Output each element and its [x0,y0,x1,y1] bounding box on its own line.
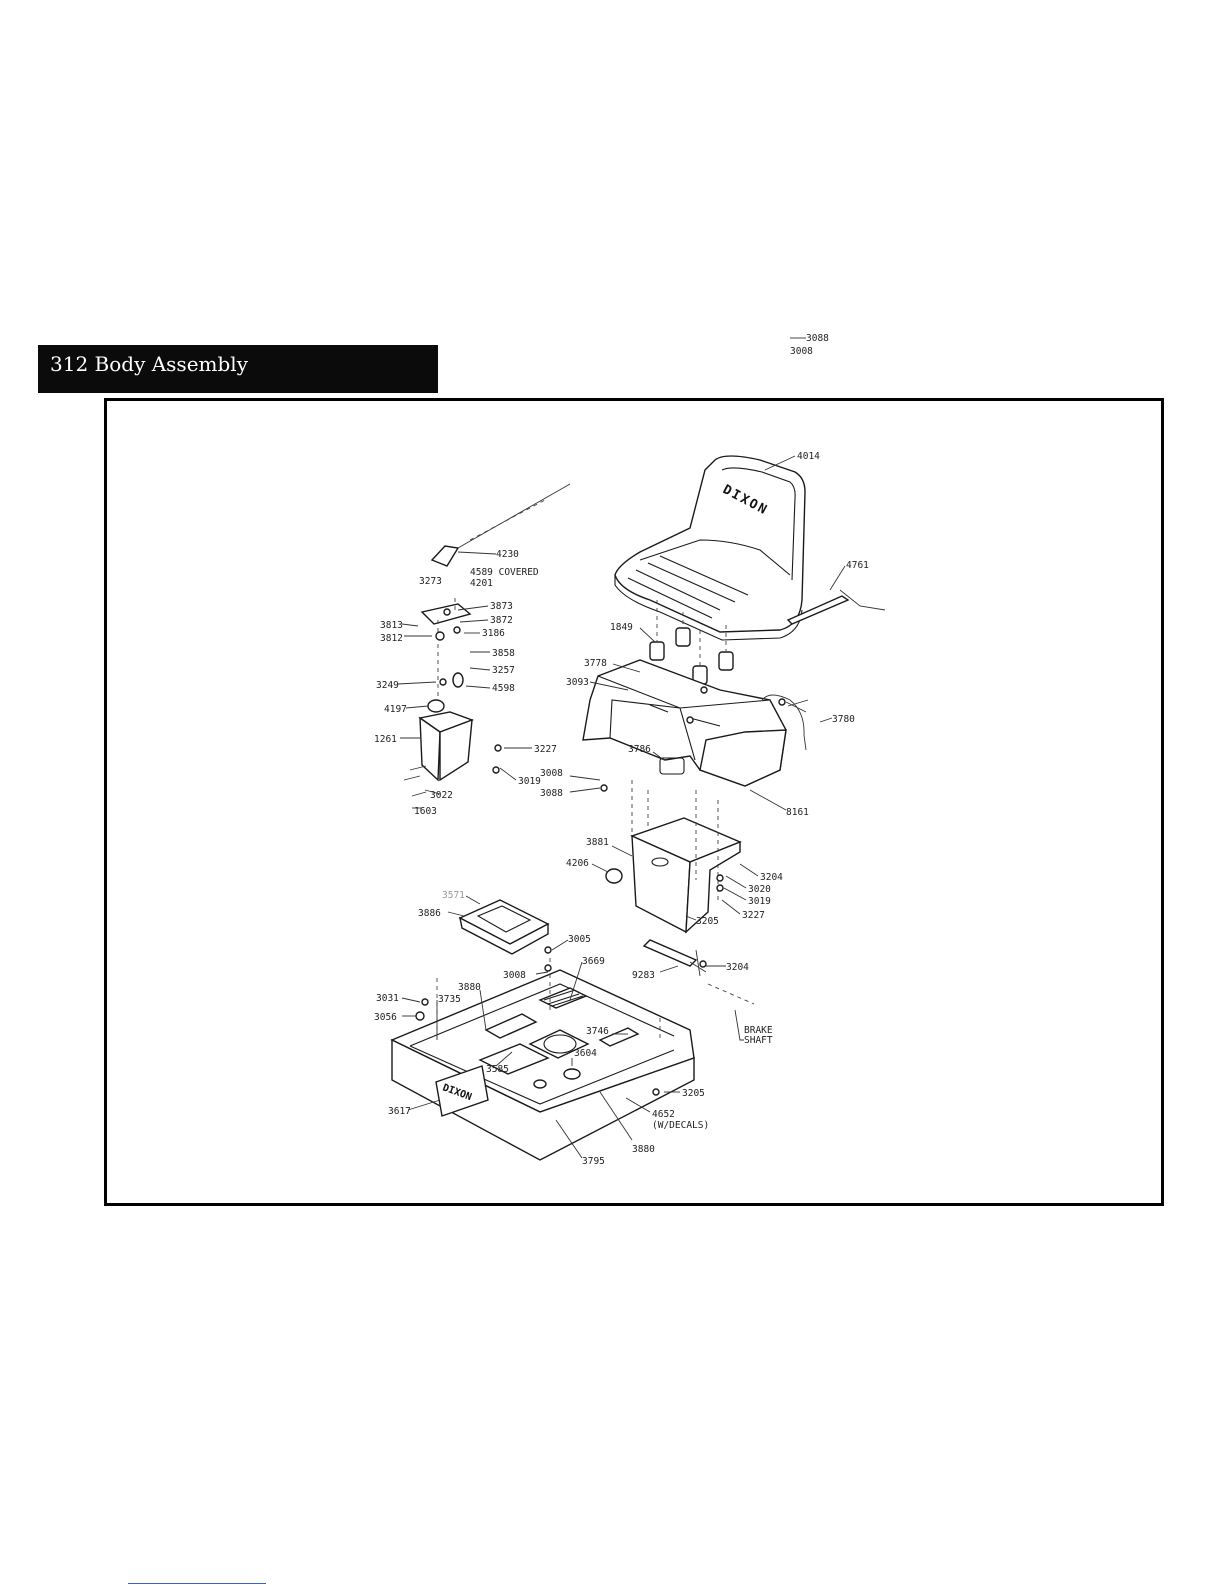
diagram-frame [104,398,1164,1206]
callout-3780: 3780 [832,714,855,725]
handle [430,483,571,567]
callout-3019-a: 3019 [518,776,541,787]
callout-3249: 3249 [376,680,399,691]
callout-3604: 3604 [574,1048,597,1059]
callout-3227-b: 3227 [742,910,765,921]
callout-shaft: SHAFT [744,1035,773,1046]
callout-3872: 3872 [490,615,513,626]
callout-3880-a: 3880 [458,982,481,993]
callout-3005: 3005 [568,934,591,945]
floor-pan: DIXON [390,958,695,1161]
callout-3020: 3020 [748,884,771,895]
callout-3056: 3056 [374,1012,397,1023]
callout-1261: 1261 [374,734,397,745]
callout-3669: 3669 [582,956,605,967]
callout-3858: 3858 [492,648,515,659]
callout-3273: 3273 [419,576,442,587]
callout-3257: 3257 [492,665,515,676]
callout-3880-b: 3880 [632,1144,655,1155]
callout-3205-b: 3205 [682,1088,705,1099]
callout-3886: 3886 [418,908,441,919]
callout-3813: 3813 [380,620,403,631]
callout-1603: 1603 [414,806,437,817]
control-tower [403,598,475,797]
callout-3735: 3735 [438,994,461,1005]
callout-4652: 4652 [652,1109,675,1120]
callout-3205-a: 3205 [696,916,719,927]
callout-3088-a: 3088 [806,333,829,344]
callout-9283: 9283 [632,970,655,981]
callout-3093: 3093 [566,677,589,688]
callout-3571: 3571 [442,890,465,901]
callout-3746: 3746 [586,1026,609,1037]
callout-3008-a: 3008 [790,346,813,357]
callout-3778: 3778 [584,658,607,669]
footer-link-underline [128,1583,266,1584]
callout-3786: 3786 [628,744,651,755]
callout-3204-a: 3204 [760,872,783,883]
callout-3795: 3795 [582,1156,605,1167]
seat: DIXON [614,455,806,641]
callout-brake: BRAKE [744,1025,773,1036]
section-title-bar: 312 Body Assembly [38,345,438,393]
callout-3088-b: 3088 [540,788,563,799]
callout-4589: 4589 COVERED [470,567,539,578]
callout-3186: 3186 [482,628,505,639]
callout-4206: 4206 [566,858,589,869]
callout-4652-decals: (W/DECALS) [652,1120,709,1131]
callout-3022: 3022 [430,790,453,801]
bracket-tower [605,780,742,977]
callout-4598: 4598 [492,683,515,694]
cable [761,694,807,751]
callout-3585: 3585 [486,1064,509,1075]
callout-3617: 3617 [388,1106,411,1117]
callout-3019-b: 3019 [748,896,771,907]
callout-1849: 1849 [610,622,633,633]
lever [786,589,886,625]
seat-pan [582,659,787,787]
callout-3008-c: 3008 [503,970,526,981]
callout-8161: 8161 [786,807,809,818]
section-title: 312 Body Assembly [50,352,248,376]
callout-3881: 3881 [586,837,609,848]
pedal-pad [458,899,550,955]
leader-lines [397,337,846,1159]
callout-4197: 4197 [384,704,407,715]
seat-bumpers [649,600,734,685]
callout-3008-b: 3008 [540,768,563,779]
callout-3204-b: 3204 [726,962,749,973]
callout-4230: 4230 [496,549,519,560]
hardware [415,608,786,1096]
callout-labels: 4014 4761 4230 3273 4589 COVERED 4201 38… [374,333,869,1167]
callout-3812: 3812 [380,633,403,644]
callout-3227-a: 3227 [534,744,557,755]
callout-3031: 3031 [376,993,399,1004]
callout-4761: 4761 [846,560,869,571]
callout-3873: 3873 [490,601,513,612]
callout-4201: 4201 [470,578,493,589]
callout-4014: 4014 [797,451,820,462]
